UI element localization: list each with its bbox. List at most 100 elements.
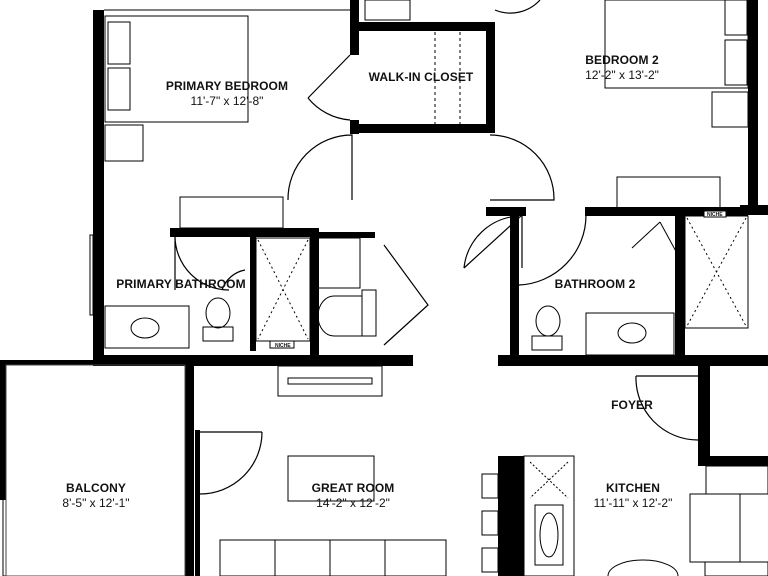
room-foyer: FOYER bbox=[611, 398, 653, 413]
room-primary-bathroom: PRIMARY BATHROOM bbox=[116, 277, 245, 292]
wall-bedroom2-right bbox=[748, 0, 758, 215]
wall-great-room-left bbox=[195, 430, 200, 576]
room-name: WALK-IN CLOSET bbox=[368, 70, 474, 84]
door-balcony bbox=[199, 431, 263, 495]
room-name: BEDROOM 2 bbox=[585, 53, 659, 67]
nightstand-1 bbox=[104, 124, 144, 162]
toilet-primary-tank bbox=[202, 326, 234, 342]
door-foyer bbox=[635, 375, 700, 441]
wall-kitchen-right bbox=[706, 456, 768, 466]
door-top-right bbox=[494, 0, 541, 14]
toilet-bath2-bowl bbox=[535, 305, 561, 337]
shower-bath2-door bbox=[631, 221, 686, 269]
stool-1 bbox=[481, 473, 499, 499]
niche-primary bbox=[269, 340, 295, 349]
wall-balcony-right bbox=[185, 366, 194, 576]
coffee-table bbox=[287, 455, 375, 502]
door-wc bbox=[383, 244, 429, 346]
room-name: PRIMARY BATHROOM bbox=[116, 277, 246, 291]
toilet-primary-bowl bbox=[205, 297, 231, 329]
room-name: BALCONY bbox=[65, 481, 127, 495]
wall-foyer-right bbox=[698, 366, 710, 466]
kitchen-sink bbox=[534, 504, 564, 566]
room-dimensions: 8'-5" x 12'-1" bbox=[62, 496, 130, 510]
doors bbox=[174, 0, 700, 495]
room-name: PRIMARY BEDROOM bbox=[165, 79, 289, 93]
wall-bedroom2-right-b bbox=[740, 205, 768, 215]
wall-bath2-left-lower bbox=[510, 280, 519, 360]
dresser-primary bbox=[179, 196, 284, 229]
wc-bowl bbox=[317, 295, 363, 337]
room-name: KITCHEN bbox=[605, 481, 661, 495]
cooktop-x1 bbox=[529, 461, 569, 499]
vanity-primary bbox=[104, 305, 190, 349]
room-dimensions: 12'-2" x 13'-2" bbox=[585, 68, 659, 82]
room-kitchen: KITCHEN 11'-11" x 12'-2" bbox=[594, 481, 673, 511]
room-primary-bedroom: PRIMARY BEDROOM 11'-7" x 12'-8" bbox=[166, 79, 288, 109]
wall-closet-right bbox=[486, 22, 495, 133]
door-bath2-b bbox=[518, 214, 587, 286]
shower-bath2-x2 bbox=[686, 217, 747, 327]
stool-2 bbox=[481, 510, 499, 536]
door-closet bbox=[307, 54, 351, 121]
nightstand-2 bbox=[711, 91, 749, 128]
stool-3 bbox=[481, 547, 499, 573]
tv bbox=[287, 377, 373, 385]
dresser-bedroom2 bbox=[616, 176, 721, 209]
wall-bath1-right bbox=[310, 228, 319, 361]
kitchen-island bbox=[523, 455, 575, 576]
room-dimensions: 11'-11" x 12'-2" bbox=[593, 496, 673, 510]
room-bedroom-2: BEDROOM 2 12'-2" x 13'-2" bbox=[585, 53, 659, 83]
primary-bed-pillow-2 bbox=[107, 67, 131, 111]
door-bedroom2 bbox=[489, 134, 555, 201]
kitchen-counter-right bbox=[704, 561, 768, 576]
wall-bath2-bottom bbox=[498, 355, 768, 366]
room-name: FOYER bbox=[611, 398, 653, 412]
wall-closet-bottom bbox=[350, 124, 490, 133]
wall-bath2-top bbox=[486, 207, 526, 216]
room-great-room: GREAT ROOM 14'-2" x 12'-2" bbox=[312, 481, 395, 511]
primary-bed bbox=[104, 15, 249, 123]
kitchen-counter-edge bbox=[498, 456, 524, 576]
sink-primary bbox=[130, 317, 160, 339]
wc-cabinet bbox=[317, 237, 361, 289]
room-dimensions: 14'-2" x 12'-2" bbox=[316, 496, 390, 510]
room-bathroom-2: BATHROOM 2 bbox=[555, 277, 636, 292]
closet-top-shelf bbox=[364, 0, 411, 21]
door-bath1 bbox=[174, 235, 230, 291]
kitchen-sink-bowl bbox=[539, 512, 559, 558]
door-bedroom-main bbox=[287, 134, 353, 201]
niche-bath2 bbox=[703, 210, 727, 218]
room-balcony: BALCONY 8'-5" x 12'-1" bbox=[62, 481, 129, 511]
bed-2 bbox=[604, 0, 749, 89]
primary-bed-pillow-1 bbox=[107, 21, 131, 65]
cooktop-x2 bbox=[529, 461, 569, 499]
door-bath1-inner bbox=[221, 269, 246, 291]
room-name: GREAT ROOM bbox=[311, 481, 395, 495]
tv-console bbox=[277, 365, 383, 397]
wall-balcony-top bbox=[0, 360, 190, 365]
sofa bbox=[219, 539, 447, 576]
shower-primary-x2 bbox=[257, 239, 309, 340]
balcony-floor bbox=[5, 364, 186, 576]
wall-bath2-shower bbox=[675, 214, 685, 359]
fixtures bbox=[5, 0, 768, 576]
wall-left-exterior bbox=[93, 10, 104, 365]
wall-bath1-divider bbox=[250, 236, 256, 351]
wall-bath1-top2 bbox=[315, 232, 375, 238]
wall-left-lower bbox=[93, 355, 413, 366]
wall-closet-top bbox=[350, 22, 495, 31]
room-dimensions: 11'-7" x 12'-8" bbox=[190, 94, 264, 108]
wall-bath2-top2 bbox=[585, 207, 748, 216]
niche-tag-bath2: NICHE bbox=[707, 212, 723, 218]
bed-2-pillow-2 bbox=[724, 39, 748, 86]
room-walk-in-closet: WALK-IN CLOSET bbox=[369, 70, 474, 85]
sink-bath2 bbox=[617, 322, 647, 344]
bed-2-pillow-1 bbox=[724, 0, 748, 36]
wall-bath1-top bbox=[170, 228, 315, 237]
kitchen-round bbox=[607, 559, 679, 576]
door-bath2-arc bbox=[463, 215, 520, 269]
